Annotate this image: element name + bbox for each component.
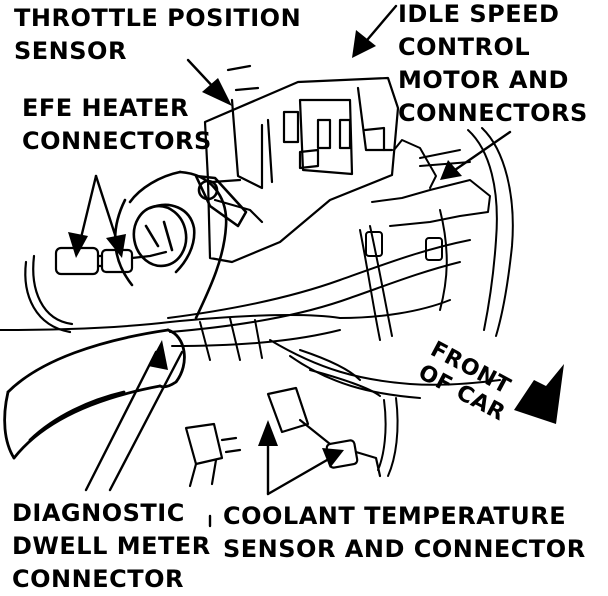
- coolant-label-line-2: SENSOR AND CONNECTOR: [223, 535, 586, 563]
- throttle-position-sensor-label-line-2: SENSOR: [14, 37, 127, 65]
- throttle-sensor-arrowhead: [202, 78, 232, 106]
- diagnostic-probe-drawing: [184, 386, 310, 488]
- idle-connector-arrowhead: [440, 160, 462, 180]
- idle-speed-control-label-line-1: IDLE SPEED: [398, 0, 560, 28]
- diagnostic-label-line-2: DWELL METER: [12, 532, 211, 560]
- efe-arrowhead-right: [106, 234, 126, 258]
- diagnostic-dwell-meter-connector-label: DIAGNOSTIC DWELL METER CONNECTOR: [12, 497, 211, 596]
- front-of-car-arrow: [514, 364, 564, 424]
- leader-lines: [78, 4, 512, 528]
- idle-speed-control-label-line-2: CONTROL: [398, 33, 531, 61]
- coolant-arrowhead-up: [258, 420, 278, 446]
- efe-heater-connectors-label-line-2: CONNECTORS: [22, 127, 212, 155]
- arrowheads: [68, 30, 564, 468]
- coolant-label-line-1: COOLANT TEMPERATURE: [223, 502, 567, 530]
- diagnostic-label-line-1: DIAGNOSTIC: [12, 499, 185, 527]
- diagnostic-label-line-3: CONNECTOR: [12, 565, 184, 593]
- idle-control-arrowhead: [352, 30, 376, 58]
- wiring-harness-drawing: [0, 127, 514, 477]
- diagnostic-arrowhead: [148, 340, 168, 370]
- efe-heater-connectors-label: EFE HEATER CONNECTORS: [22, 92, 212, 158]
- efe-heater-connectors-label-line-1: EFE HEATER: [22, 94, 189, 122]
- coolant-temperature-sensor-label: COOLANT TEMPERATURE SENSOR AND CONNECTOR: [223, 500, 586, 566]
- efe-arrowhead-left: [68, 232, 88, 258]
- idle-speed-control-label: IDLE SPEED CONTROL MOTOR AND CONNECTORS: [398, 0, 588, 130]
- coolant-arrowhead-right: [322, 448, 344, 468]
- idle-speed-control-label-line-4: CONNECTORS: [398, 99, 588, 127]
- idle-speed-control-label-line-3: MOTOR AND: [398, 66, 569, 94]
- throttle-position-sensor-label-line-1: THROTTLE POSITION: [14, 4, 302, 32]
- throttle-body-drawing: [203, 64, 400, 264]
- throttle-position-sensor-label: THROTTLE POSITION SENSOR: [14, 2, 301, 68]
- air-duct-drawing: [113, 170, 248, 320]
